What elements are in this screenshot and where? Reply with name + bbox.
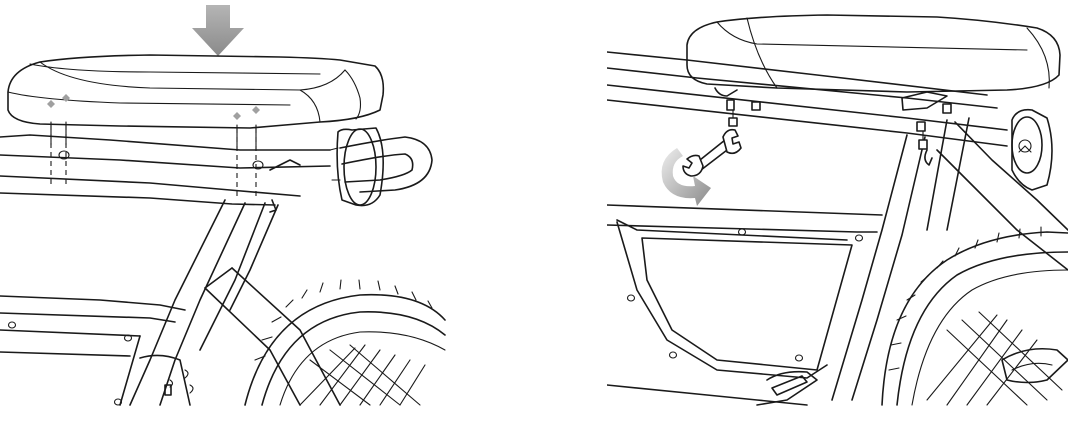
wrench-icon bbox=[682, 128, 742, 177]
frame-holes bbox=[7, 150, 264, 406]
rear-light bbox=[1011, 108, 1053, 191]
seat bbox=[7, 54, 385, 129]
frame-holes bbox=[626, 228, 864, 362]
rear-rack-frame bbox=[0, 134, 341, 406]
down-arrow-icon bbox=[192, 5, 244, 56]
mounting-bolts bbox=[47, 94, 260, 196]
rear-wheel bbox=[881, 226, 1068, 406]
grab-bar bbox=[339, 136, 433, 193]
seat bbox=[686, 14, 1061, 93]
rear-rack-frame bbox=[607, 51, 1068, 406]
rear-light bbox=[329, 127, 384, 207]
panel-tighten-nuts bbox=[607, 14, 1068, 406]
panel-place-seat bbox=[0, 5, 446, 406]
rotate-arrow-icon bbox=[661, 148, 711, 206]
rear-wheel bbox=[139, 279, 446, 406]
mounting-nuts bbox=[726, 99, 952, 166]
